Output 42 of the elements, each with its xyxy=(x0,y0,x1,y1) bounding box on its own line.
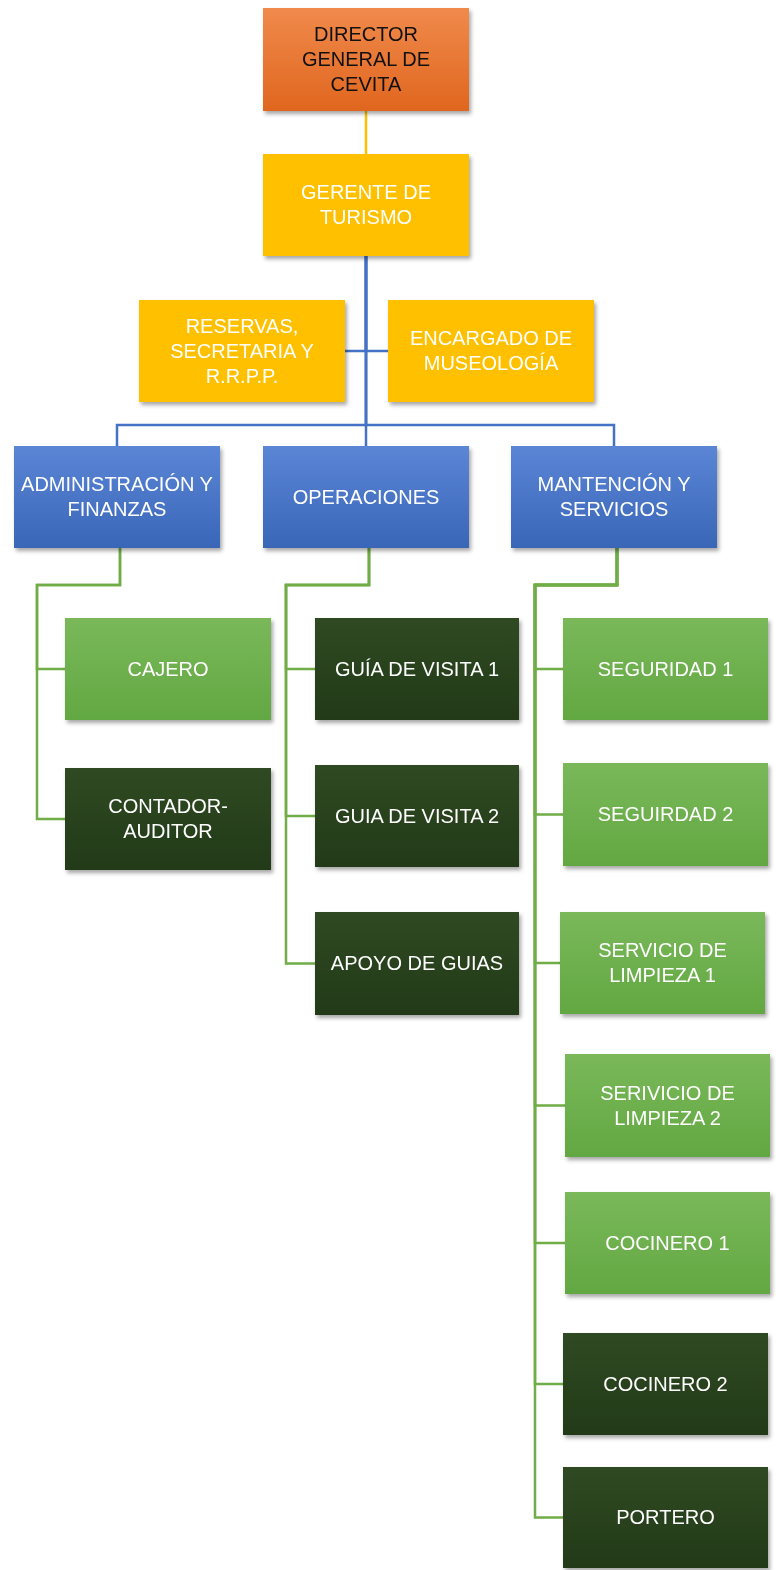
org-box xyxy=(139,300,345,402)
org-box xyxy=(263,154,469,256)
connector-line xyxy=(35,548,122,821)
connector-line xyxy=(364,256,616,446)
org-box xyxy=(315,912,519,1015)
org-box xyxy=(14,446,220,548)
org-box xyxy=(315,618,519,720)
role-title: SEGURIDAD 1 xyxy=(597,656,734,682)
org-box xyxy=(563,1467,768,1568)
org-box xyxy=(565,1192,770,1294)
role-title: RESERVAS, SECRETARIA Y R.R.P.P. xyxy=(169,313,315,389)
role-title: COCINERO 2 xyxy=(603,1371,728,1397)
org-box xyxy=(315,765,519,867)
role-title: SERIVICIO DE LIMPIEZA 2 xyxy=(599,1080,736,1131)
role-title: CONTADOR-AUDITOR xyxy=(107,794,229,844)
role-title: GUÍA DE VISITA 1 xyxy=(334,656,500,682)
role-title: PORTERO xyxy=(616,1505,715,1530)
role-title: GUIA DE VISITA 2 xyxy=(334,803,500,829)
org-box xyxy=(263,446,469,548)
role-title: ADMINISTRACIÓN Y FINANZAS xyxy=(20,472,214,522)
role-title: OPERACIONES xyxy=(292,484,440,510)
org-box xyxy=(511,446,717,548)
org-box xyxy=(388,300,594,402)
role-title: COCINERO 1 xyxy=(605,1230,730,1256)
org-box xyxy=(560,912,765,1014)
org-box xyxy=(563,763,768,866)
org-box xyxy=(65,618,271,720)
org-box xyxy=(263,8,469,111)
role-title: GERENTE DE TURISMO xyxy=(300,180,432,230)
connector-line xyxy=(364,111,368,154)
role-title: CAJERO xyxy=(127,656,209,682)
role-title: SEGUIRDAD 2 xyxy=(597,802,734,827)
role-title: DIRECTOR GENERAL DE CEVITA xyxy=(300,22,432,97)
org-box xyxy=(563,618,768,720)
org-box xyxy=(565,1054,770,1157)
connector-line xyxy=(284,548,371,965)
role-title: APOYO DE GUIAS xyxy=(330,951,504,976)
role-title: ENCARGADO DE MUSEOLOGÍA xyxy=(408,326,574,376)
role-title: SERVICIO DE LIMPIEZA 1 xyxy=(597,938,728,988)
org-box xyxy=(563,1333,768,1435)
role-title: MANTENCIÓN Y SERVICIOS xyxy=(536,472,692,522)
org-box xyxy=(65,768,271,870)
